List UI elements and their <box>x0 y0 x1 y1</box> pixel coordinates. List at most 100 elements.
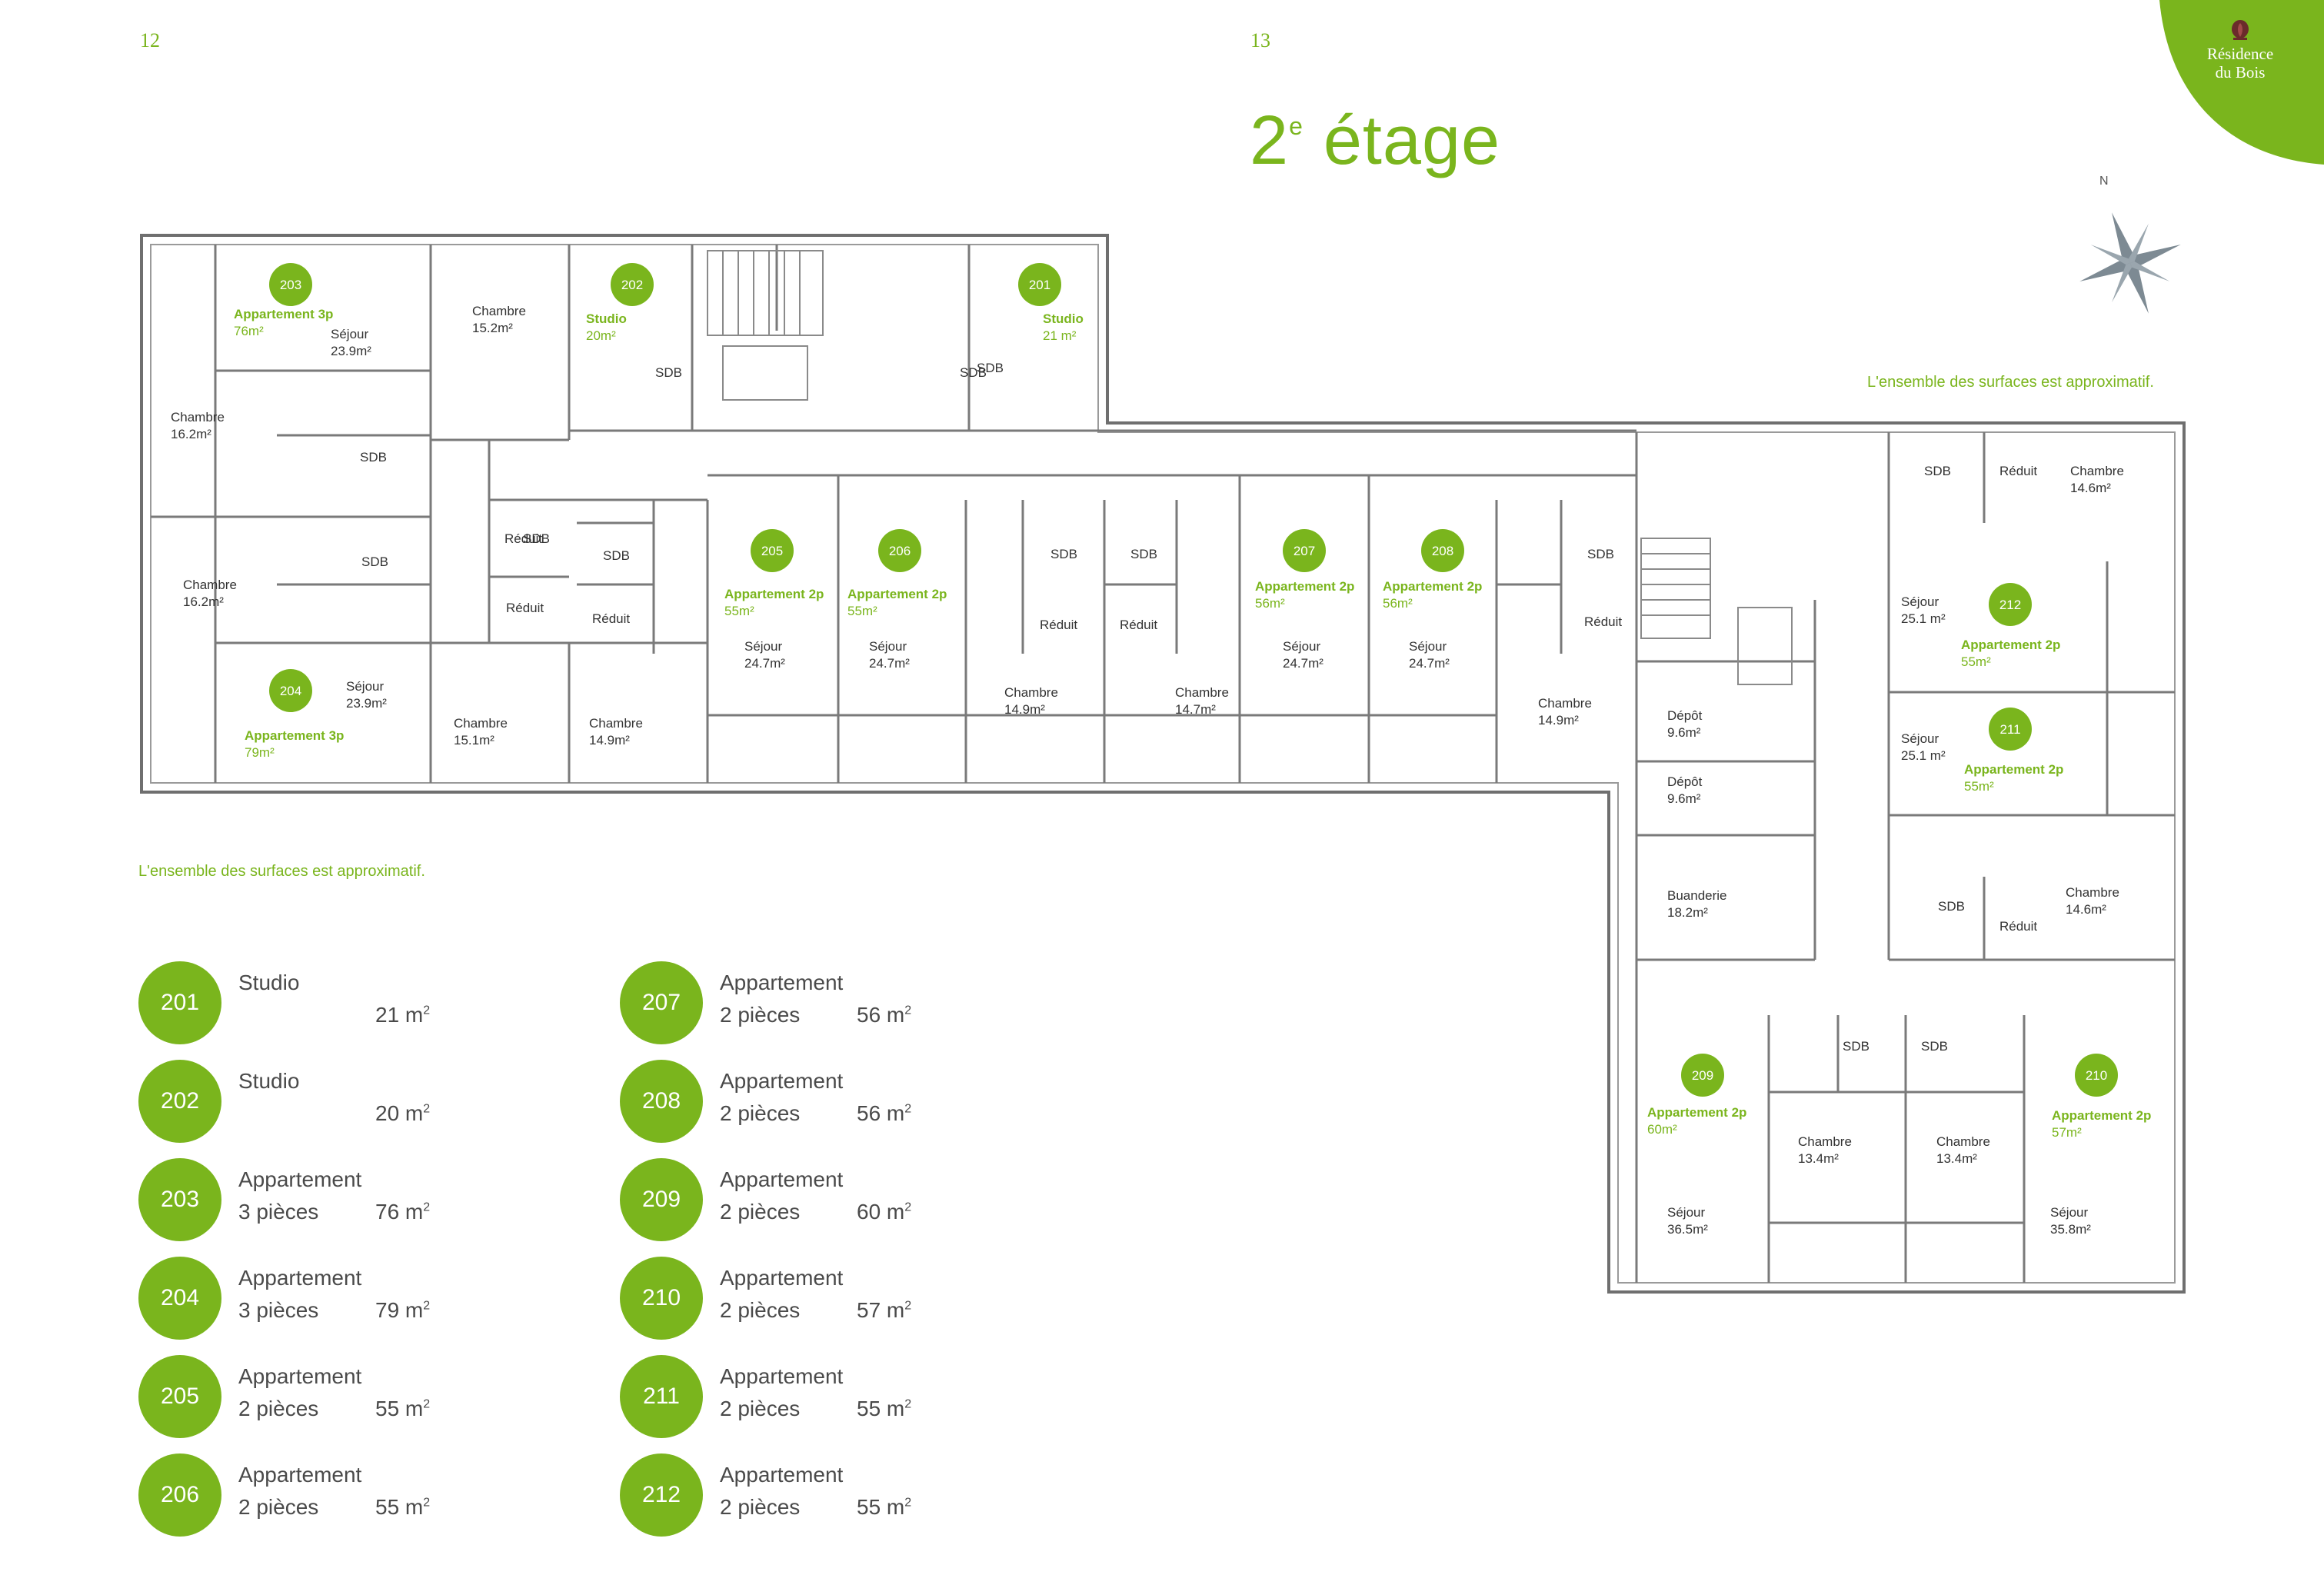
plan-room-area: 35.8m² <box>2050 1222 2091 1237</box>
plan-small-room: Réduit <box>506 601 544 615</box>
plan-badge-circle <box>1421 529 1464 572</box>
plan-small-room: Réduit <box>504 531 542 546</box>
surface-note-top: L'ensemble des surfaces est approximatif… <box>1867 374 2154 391</box>
plan-badge-circle <box>1989 708 2032 751</box>
crown-flower-logo-icon <box>2232 20 2249 40</box>
unit-number-badge: 202 <box>138 1060 221 1143</box>
plan-room-area: 24.7m² <box>744 656 785 671</box>
plan-badge-circle <box>1018 263 1061 306</box>
plan-badge-number: 212 <box>1999 598 2021 612</box>
unit-number-badge: 207 <box>620 961 703 1044</box>
unit-area: 21 m2 <box>375 1003 431 1027</box>
plan-small-room: SDB <box>360 450 387 465</box>
plan-unit-type: Appartement 2p <box>847 587 947 601</box>
plan-unit-type: Appartement 2p <box>724 587 824 601</box>
plan-room-area: 25.1 m² <box>1901 611 1946 626</box>
plan-small-room: Réduit <box>1120 618 1157 632</box>
plan-room-area: 24.7m² <box>1409 656 1450 671</box>
plan-small-room: Réduit <box>1999 464 2037 478</box>
plan-badge-circle <box>1989 583 2032 626</box>
plan-small-room: Réduit <box>1999 919 2037 934</box>
plan-room-area: 24.7m² <box>1283 656 1323 671</box>
plan-room-area: 13.4m² <box>1798 1151 1839 1166</box>
plan-unit-type: Appartement 2p <box>1647 1105 1746 1120</box>
page-number-left: 12 <box>140 29 160 52</box>
unit-type: Appartement <box>720 1167 844 1191</box>
plan-badge-number: 201 <box>1029 278 1050 292</box>
unit-area: 76 m2 <box>375 1200 431 1224</box>
plan-room-name: Séjour <box>1283 639 1320 654</box>
plan-room-area: 36.5m² <box>1667 1222 1708 1237</box>
plan-room-name: Séjour <box>869 639 907 654</box>
plan-badge-number: 202 <box>621 278 643 292</box>
plan-unit-type: Appartement 2p <box>1961 638 2060 652</box>
unit-rooms: 2 pièces <box>720 1101 801 1125</box>
plan-badge-circle <box>1681 1054 1724 1097</box>
plan-room-name: Chambre <box>171 410 225 425</box>
plan-badge-circle <box>751 529 794 572</box>
plan-room-name: Séjour <box>346 679 384 694</box>
unit-number-badge: 203 <box>138 1158 221 1241</box>
compass-rose-icon <box>2079 212 2181 314</box>
unit-area: 20 m2 <box>375 1101 431 1125</box>
plan-room-area: 14.6m² <box>2066 902 2106 917</box>
unit-rooms: 3 pièces <box>238 1298 319 1322</box>
plan-room-name: Chambre <box>1936 1134 1990 1149</box>
unit-area: 57 m2 <box>857 1298 912 1322</box>
plan-unit-type: Appartement 3p <box>245 728 344 743</box>
unit-type: Appartement <box>238 1167 362 1191</box>
plan-badge-number: 205 <box>761 544 783 558</box>
unit-number-badge: 201 <box>138 961 221 1044</box>
plan-small-room: SDB <box>1921 1039 1948 1054</box>
plan-room-area: 14.9m² <box>1004 702 1045 717</box>
unit-type: Studio <box>238 971 300 994</box>
plan-small-room: SDB <box>1130 547 1157 561</box>
plan-unit-type: Appartement 2p <box>1383 579 1482 594</box>
plan-room-area: 9.6m² <box>1667 791 1701 806</box>
plan-room-area: 25.1 m² <box>1901 748 1946 763</box>
plan-unit-area: 76m² <box>234 324 264 338</box>
plan-small-room: SDB <box>1587 547 1614 561</box>
unit-area: 56 m2 <box>857 1003 912 1027</box>
title-number: 2 <box>1250 102 1290 179</box>
plan-room-name: Chambre <box>589 716 643 731</box>
plan-room-name: Séjour <box>744 639 782 654</box>
plan-unit-area: 55m² <box>1961 654 1991 669</box>
unit-type: Appartement <box>720 971 844 994</box>
plan-badge-number: 211 <box>1999 722 2020 737</box>
plan-badge-circle <box>1283 529 1326 572</box>
plan-unit-area: 60m² <box>1647 1122 1677 1137</box>
unit-area: 55 m2 <box>375 1495 431 1519</box>
unit-rooms: 2 pièces <box>238 1397 319 1420</box>
unit-type: Appartement <box>720 1364 844 1388</box>
plan-room-name: Chambre <box>2070 464 2124 478</box>
plan-room-name: Chambre <box>1175 685 1229 700</box>
plan-room-name: Chambre <box>1004 685 1058 700</box>
unit-number-badge: 205 <box>138 1355 221 1438</box>
plan-unit-area: 20m² <box>586 328 616 343</box>
plan-room-name: Chambre <box>1538 696 1592 711</box>
plan-room-name: Chambre <box>2066 885 2119 900</box>
plan-badge-circle <box>611 263 654 306</box>
plan-badge-number: 210 <box>2086 1068 2107 1083</box>
plan-unit-type: Appartement 2p <box>1964 762 2063 777</box>
plan-small-room: SDB <box>1050 547 1077 561</box>
legend-item-201: 201 Studio 21 m2 <box>138 961 569 1046</box>
plan-room-area: 9.6m² <box>1667 725 1701 740</box>
unit-area: 55 m2 <box>857 1397 912 1420</box>
compass-north-label: N <box>2099 175 2109 188</box>
plan-room-area: 23.9m² <box>331 344 371 358</box>
plan-room-name: Chambre <box>183 578 237 592</box>
title-word: étage <box>1323 102 1501 179</box>
plan-small-room: SDB <box>523 531 550 546</box>
plan-room-name: Buanderie <box>1667 888 1727 903</box>
plan-badge-number: 209 <box>1692 1068 1713 1083</box>
